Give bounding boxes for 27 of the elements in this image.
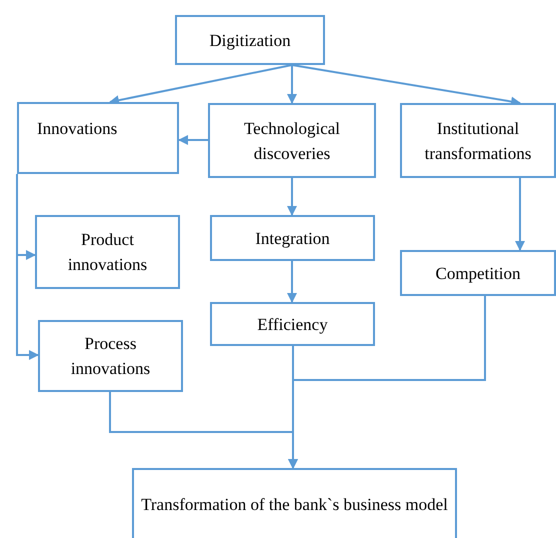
arrow	[287, 261, 297, 303]
box-label: Efficiency	[257, 314, 328, 336]
process-box	[210, 302, 375, 346]
box-label: Transformation of the bank`s business model	[141, 494, 448, 516]
box-label: Technological discoveries	[242, 118, 342, 164]
process-box	[17, 102, 179, 174]
process-box	[132, 468, 457, 538]
arrow	[178, 135, 208, 145]
box-label: Integration	[255, 228, 330, 250]
arrow	[287, 65, 297, 104]
process-box	[35, 215, 180, 289]
box-label: Process innovations	[70, 333, 152, 380]
process-box	[208, 103, 376, 178]
process-box	[400, 103, 556, 178]
box-label: Innovations	[37, 118, 118, 140]
process-box	[175, 15, 325, 65]
arrow	[515, 178, 525, 251]
box-label: Institutional transformations	[424, 118, 532, 164]
arrow	[287, 178, 297, 216]
process-box	[38, 320, 183, 392]
box-label: Product innovations	[66, 229, 148, 276]
box-label: Competition	[436, 262, 520, 285]
arrow	[109, 392, 298, 469]
process-box	[400, 250, 556, 296]
process-box	[210, 215, 375, 261]
arrow	[16, 174, 39, 360]
box-label: Digitization	[209, 30, 291, 52]
